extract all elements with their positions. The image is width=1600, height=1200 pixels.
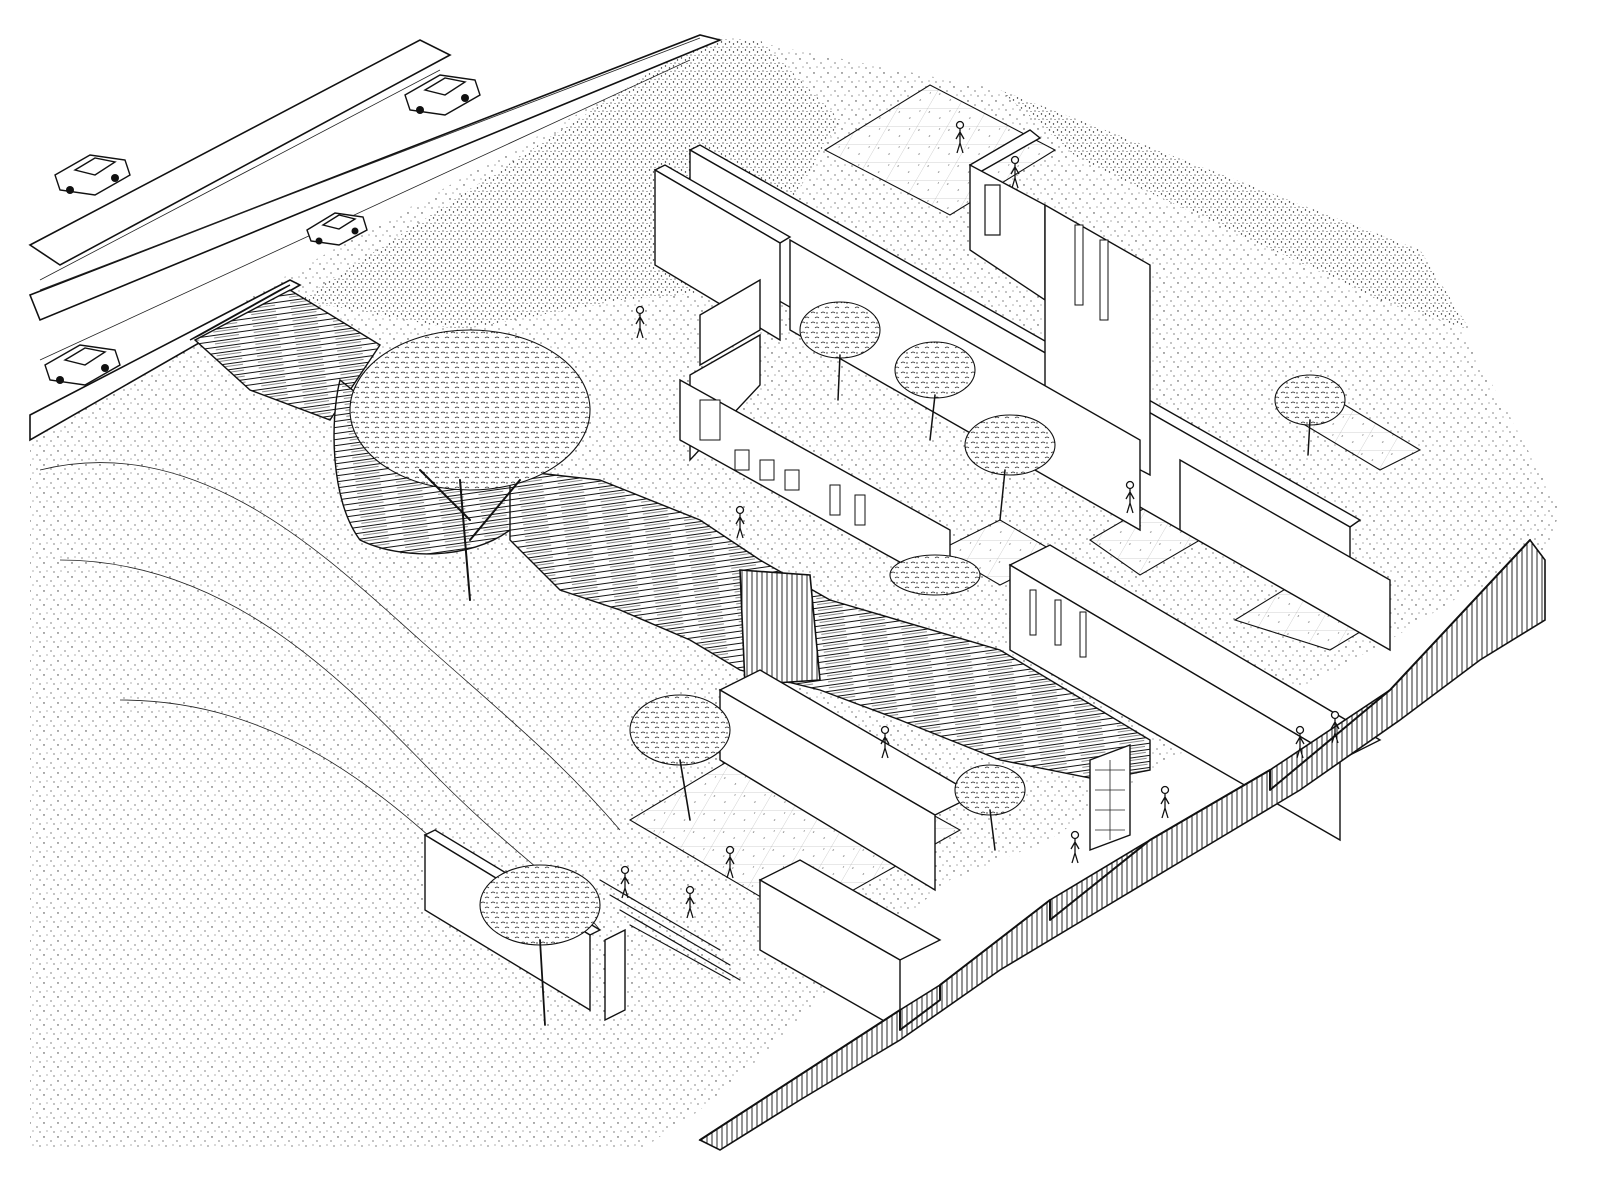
windows	[699, 399, 866, 526]
trees	[349, 301, 1346, 1026]
tree	[964, 414, 1056, 521]
road-bridge	[189, 284, 381, 421]
person	[1295, 725, 1305, 759]
car	[44, 344, 121, 386]
car	[404, 74, 481, 116]
person	[1160, 785, 1170, 819]
people	[620, 120, 1340, 919]
parallel-concrete-walls	[423, 669, 977, 1032]
person	[635, 305, 645, 339]
parallel-concrete-walls	[653, 129, 1391, 842]
tree	[954, 764, 1026, 851]
person	[725, 845, 735, 879]
tree	[349, 329, 591, 601]
tree	[889, 554, 981, 596]
tree	[799, 301, 881, 401]
person	[880, 725, 890, 759]
car	[306, 212, 368, 246]
person	[1125, 480, 1135, 514]
person	[1070, 830, 1080, 864]
person	[735, 505, 745, 539]
tree	[894, 341, 976, 441]
tree	[1274, 374, 1346, 456]
tree	[479, 864, 601, 1026]
tree	[629, 694, 731, 821]
car	[54, 154, 131, 196]
person	[685, 885, 695, 919]
person	[1330, 710, 1340, 744]
road-with-cars	[28, 34, 723, 442]
person	[620, 865, 630, 899]
person	[955, 120, 965, 154]
ground-section-cut	[698, 538, 1546, 1151]
person	[1010, 155, 1020, 189]
